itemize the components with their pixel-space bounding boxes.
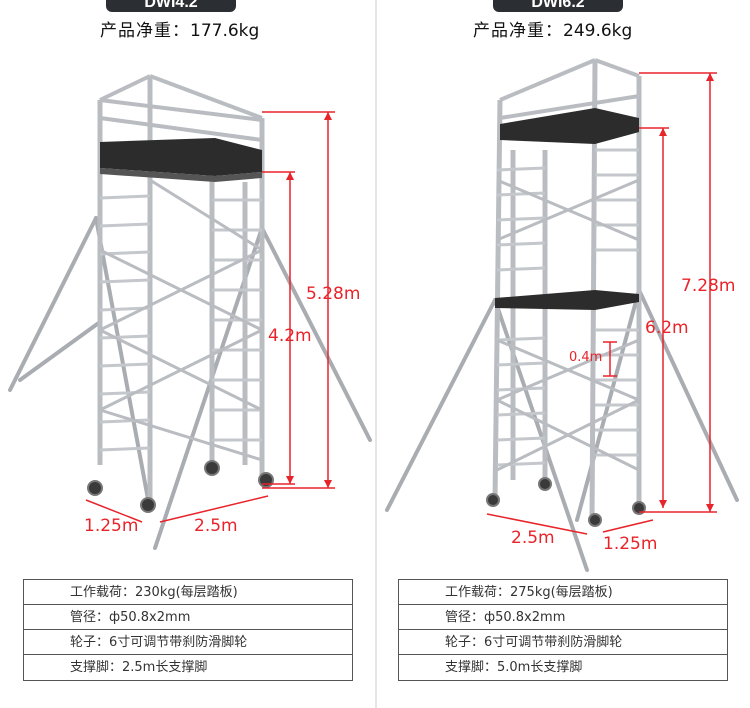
mid-platform xyxy=(495,290,639,310)
weight-label: 产品净重： xyxy=(100,21,190,41)
spec-outrigger: 支撑脚：5.0m长支撑脚 xyxy=(445,660,583,675)
rungs xyxy=(99,194,262,452)
weight-value: 177.6kg xyxy=(190,21,260,41)
dimension-lines xyxy=(85,111,335,523)
dimension-arrows xyxy=(659,73,714,512)
work-platform xyxy=(100,138,262,176)
net-weight: 产品净重：177.6kg xyxy=(100,16,259,41)
panel-dwi42: DWI4.2 产品净重：177.6kg xyxy=(0,0,373,708)
diagonal-braces xyxy=(496,178,640,472)
spec-tube: 管径：ф50.8x2mm xyxy=(24,605,352,630)
guardrail xyxy=(99,74,263,142)
model-badge: DWI4.2 xyxy=(106,0,236,12)
spec-load: 工作载荷：230kg(每层踏板) xyxy=(24,580,352,605)
weight-value: 249.6kg xyxy=(563,21,633,41)
diagonal-braces xyxy=(99,178,263,462)
width-label: 2.5m xyxy=(194,516,238,536)
castor-wheels xyxy=(486,477,646,527)
depth-label: 1.25m xyxy=(603,534,658,554)
guardrail xyxy=(499,58,640,120)
spec-wheel: 轮子：6寸可调节带刹防滑脚轮 xyxy=(24,630,352,655)
model-badge: DWI6.2 xyxy=(493,0,623,12)
total-height-label: 5.28m xyxy=(306,284,361,304)
spec-table: 工作载荷：275kg(每层踏板) 管径：ф50.8x2mm 轮子：6寸可调节带刹… xyxy=(398,579,728,681)
spec-tube: 管径：ф50.8x2mm xyxy=(399,605,727,630)
panel-dwi62: DWI6.2 产品净重：249.6kg xyxy=(377,0,750,708)
spec-outrigger: 支撑脚：2.5m长支撑脚 xyxy=(70,660,208,675)
top-platform xyxy=(500,108,639,144)
platform-height-label: 4.2m xyxy=(268,326,312,346)
panel-divider xyxy=(375,0,377,708)
weight-label: 产品净重： xyxy=(473,21,563,41)
platform-height-label: 6.2m xyxy=(645,318,689,338)
dimension-arrows xyxy=(286,112,332,488)
scaffold-illustration-dwi62 xyxy=(385,58,739,572)
scaffold-illustration-dwi42 xyxy=(8,74,372,550)
total-height-label: 7.28m xyxy=(681,276,736,296)
spec-wheel: 轮子：6寸可调节带刹防滑脚轮 xyxy=(399,630,727,655)
rung-spacing-label: 0.4m xyxy=(569,350,603,365)
dimension-lines xyxy=(486,72,717,535)
spec-table: 工作载荷：230kg(每层踏板) 管径：ф50.8x2mm 轮子：6寸可调节带刹… xyxy=(23,579,353,681)
width-label: 2.5m xyxy=(511,528,555,548)
depth-label: 1.25m xyxy=(84,516,139,536)
outriggers xyxy=(8,216,372,550)
net-weight: 产品净重：249.6kg xyxy=(473,16,632,41)
spec-load: 工作载荷：275kg(每层踏板) xyxy=(399,580,727,605)
